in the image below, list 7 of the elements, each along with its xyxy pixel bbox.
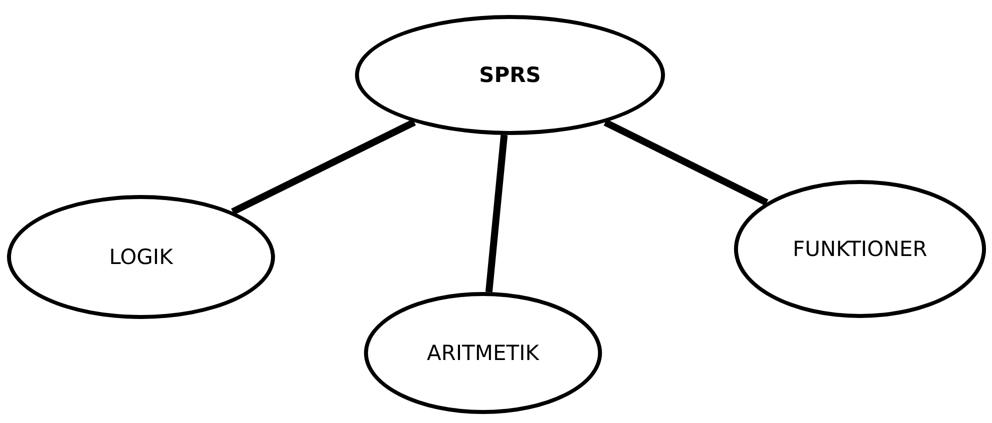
node-label: FUNKTIONER [792,237,928,261]
connector-line [231,119,416,215]
node-label: SPRS [479,63,541,87]
node-label: ARITMETIK [426,341,540,365]
connector-line [485,134,508,292]
node-label: LOGIK [109,245,173,269]
connector-line [604,119,768,206]
